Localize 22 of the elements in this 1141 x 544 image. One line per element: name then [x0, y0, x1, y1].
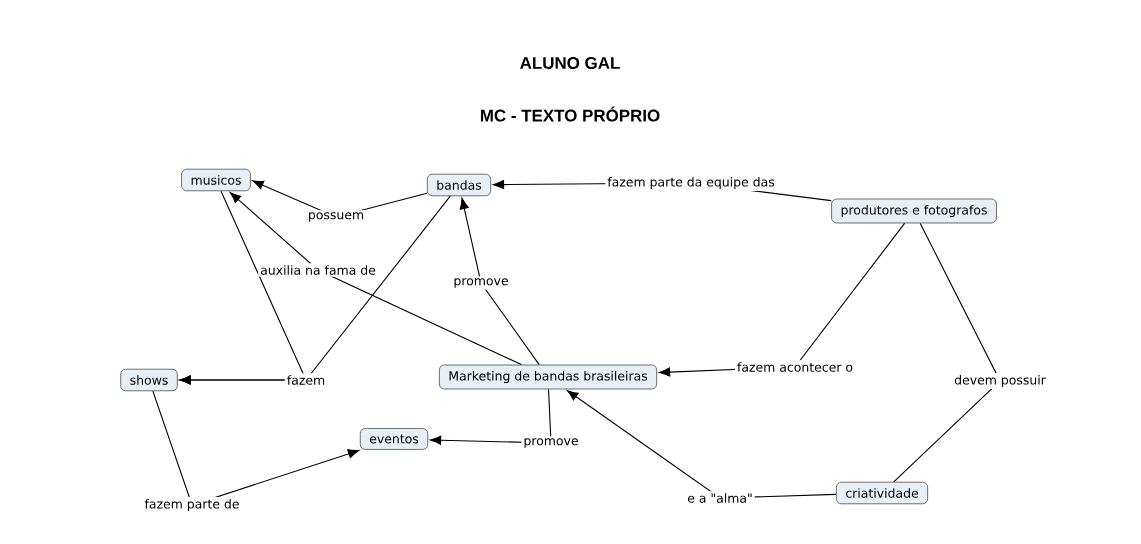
arrow — [179, 195, 451, 385]
concept-box: produtores e fotografos — [831, 198, 997, 224]
arrow — [229, 192, 522, 366]
title: ALUNO GAL — [520, 57, 620, 69]
edge-label: fazem — [284, 373, 328, 387]
edge-label: fazem parte de — [142, 496, 242, 513]
concept-box: shows — [120, 368, 178, 392]
concept-box: musicos — [181, 168, 251, 192]
edge-label: e a "alma" — [685, 491, 755, 505]
edge-label: possuem — [305, 210, 367, 224]
concept-box: criatividade — [835, 481, 929, 505]
concept-box: bandas — [426, 173, 492, 197]
concept-box: Marketing de bandas brasileiras — [438, 364, 658, 390]
edge-label: fazem acontecer o — [735, 360, 855, 374]
edge-label: auxilia na fama de — [258, 263, 378, 277]
edge-label: promove — [521, 436, 581, 450]
edge-label: devem possuir — [952, 372, 1048, 389]
arrow — [459, 197, 540, 366]
subtitle: MC - TEXTO PRÓPRIO — [480, 106, 660, 122]
concept-box: eventos — [359, 428, 429, 450]
edge-label: promove — [451, 276, 511, 290]
edge-label: fazem parte da equipe das — [605, 174, 777, 191]
